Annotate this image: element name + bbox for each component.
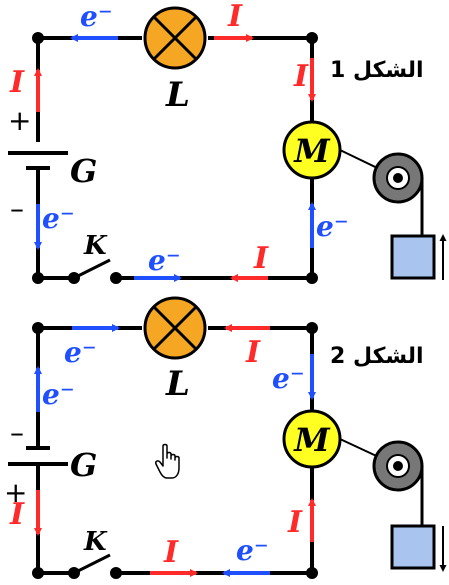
battery-minus-sign: – [10,192,24,225]
hand-pointer-icon [155,443,180,479]
lamp-label: L [165,75,190,115]
current-label-right: I [287,505,303,540]
electron-label-left: e⁻ [42,202,75,235]
electron-label-right: e⁻ [316,210,349,243]
current-label-right: I [293,59,309,94]
motor [282,120,399,180]
current-label-top: I [227,0,243,34]
figure-1-title: الشكل 1 [330,58,424,83]
battery [8,446,68,466]
current-label-left: I [9,497,25,532]
electron-label-right: e⁻ [272,362,305,395]
motor-label: M [293,132,331,170]
figure-1: + – G L M K [8,0,447,284]
electron-label-bottom: e⁻ [236,534,269,567]
electron-label-top: e⁻ [64,336,97,369]
battery-minus-sign: – [10,416,24,449]
electron-label-left: e⁻ [42,378,75,411]
battery-label: G [70,152,97,190]
switch-label: K [83,231,108,261]
electron-arrows [34,324,316,577]
electron-arrows [34,34,316,282]
current-label-bottom: I [163,535,179,570]
motor [282,409,399,469]
pulley [372,440,424,526]
electron-label-bottom: e⁻ [148,244,181,277]
junction-dots [32,322,318,579]
battery-plus-sign: + [8,104,31,137]
pulley [372,152,424,236]
battery [8,151,68,170]
battery-label: G [70,446,97,484]
current-arrows [34,324,316,577]
switch-label: K [83,527,108,557]
current-label-left: I [9,65,25,100]
current-arrows [34,34,316,282]
battery-plus-sign: + [4,476,27,509]
lamp [143,6,207,70]
load-block [390,524,436,570]
figure-2: – + G L M K I I I [4,296,447,579]
current-label-bottom: I [253,241,269,276]
junction-dots [32,32,318,284]
figure-2-title: الشكل 2 [330,344,424,369]
load-block [390,234,436,280]
electron-label-top: e⁻ [80,0,113,33]
current-label-top: I [245,335,261,370]
motor-label: M [293,421,331,459]
lamp-label: L [165,364,190,404]
lamp [143,296,207,360]
